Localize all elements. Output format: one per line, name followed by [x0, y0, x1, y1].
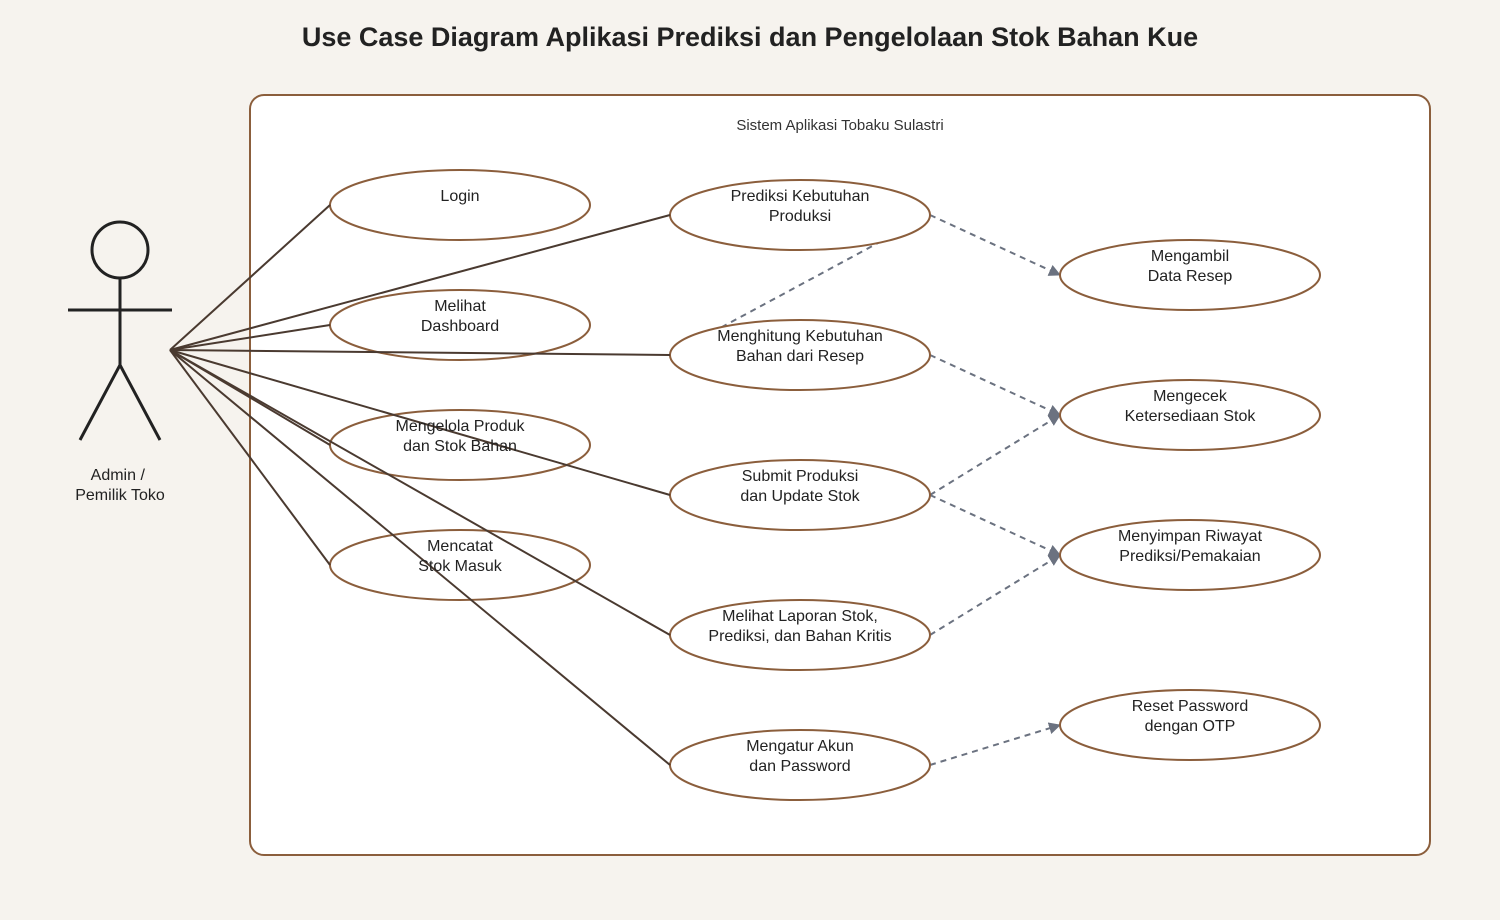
use-case-label-submit: Submit Produksi — [742, 468, 859, 485]
use-case-label-otp: Reset Password — [1132, 698, 1249, 715]
association-prediksi — [169, 214, 671, 351]
use-case-label-akun: Mengatur Akun — [746, 738, 854, 755]
use-case-label-dashboard: Melihat — [434, 298, 486, 315]
use-case-label-produk: Mengelola Produk — [396, 418, 526, 435]
actor-label: Admin / Pemilik Toko — [75, 467, 165, 504]
actor-left-leg — [78, 364, 122, 441]
use-case-label-cek: Mengecek — [1153, 388, 1228, 405]
use-case-resep — [1059, 239, 1321, 311]
actor-right-leg — [118, 364, 162, 441]
use-case-ellipses — [329, 169, 1321, 801]
dependency-hitung-to-cek — [929, 354, 1061, 416]
use-case-label-stokmasuk: Mencatat — [427, 538, 493, 555]
dependency-prediksi-to-resep — [929, 214, 1061, 276]
dependency-submit-to-riwayat — [929, 494, 1061, 556]
use-case-label-login: Login — [440, 188, 479, 205]
use-case-label-akun: dan Password — [749, 758, 850, 775]
association-submit — [169, 349, 671, 496]
use-case-riwayat — [1059, 519, 1321, 591]
actor-head — [90, 220, 150, 280]
association-laporan — [169, 349, 671, 636]
association-stokmasuk — [169, 349, 331, 566]
use-case-label-produk: dan Stok Bahan — [403, 438, 517, 455]
use-case-label-resep: Mengambil — [1151, 248, 1229, 265]
association-akun — [169, 349, 671, 766]
use-case-label-submit: dan Update Stok — [740, 488, 860, 505]
use-case-label-prediksi: Produksi — [769, 208, 831, 225]
dependency-submit-to-cek — [929, 414, 1061, 496]
actor-label-line: Admin / — [91, 467, 146, 484]
use-case-label-resep: Data Resep — [1148, 268, 1233, 285]
actor-stick-figure — [68, 220, 172, 441]
use-case-cek — [1059, 379, 1321, 451]
association-hitung — [169, 349, 671, 356]
association-dashboard — [169, 324, 331, 351]
actor-label-line: Pemilik Toko — [75, 487, 165, 504]
dependency-laporan-to-riwayat — [929, 554, 1061, 636]
use-case-label-hitung: Bahan dari Resep — [736, 348, 864, 365]
use-case-label-riwayat: Prediksi/Pemakaian — [1119, 548, 1260, 565]
use-case-label-prediksi: Prediksi Kebutuhan — [731, 188, 870, 205]
association-lines — [169, 204, 671, 766]
use-case-label-cek: Ketersediaan Stok — [1125, 408, 1257, 425]
use-case-label-riwayat: Menyimpan Riwayat — [1118, 528, 1263, 545]
use-case-label-stokmasuk: Stok Masuk — [418, 558, 503, 575]
system-label: Sistem Aplikasi Tobaku Sulastri — [736, 117, 943, 134]
use-case-label-dashboard: Dashboard — [421, 318, 499, 335]
use-case-login — [329, 169, 591, 241]
use-case-label-otp: dengan OTP — [1145, 718, 1236, 735]
use-case-label-laporan: Melihat Laporan Stok, — [722, 608, 878, 625]
diagram-title: Use Case Diagram Aplikasi Prediksi dan P… — [301, 22, 1199, 52]
use-case-otp — [1059, 689, 1321, 761]
use-case-label-laporan: Prediksi, dan Bahan Kritis — [708, 628, 891, 645]
association-login — [169, 204, 331, 351]
use-case-label-hitung: Menghitung Kebutuhan — [717, 328, 882, 345]
dependency-akun-to-otp — [929, 722, 1061, 766]
